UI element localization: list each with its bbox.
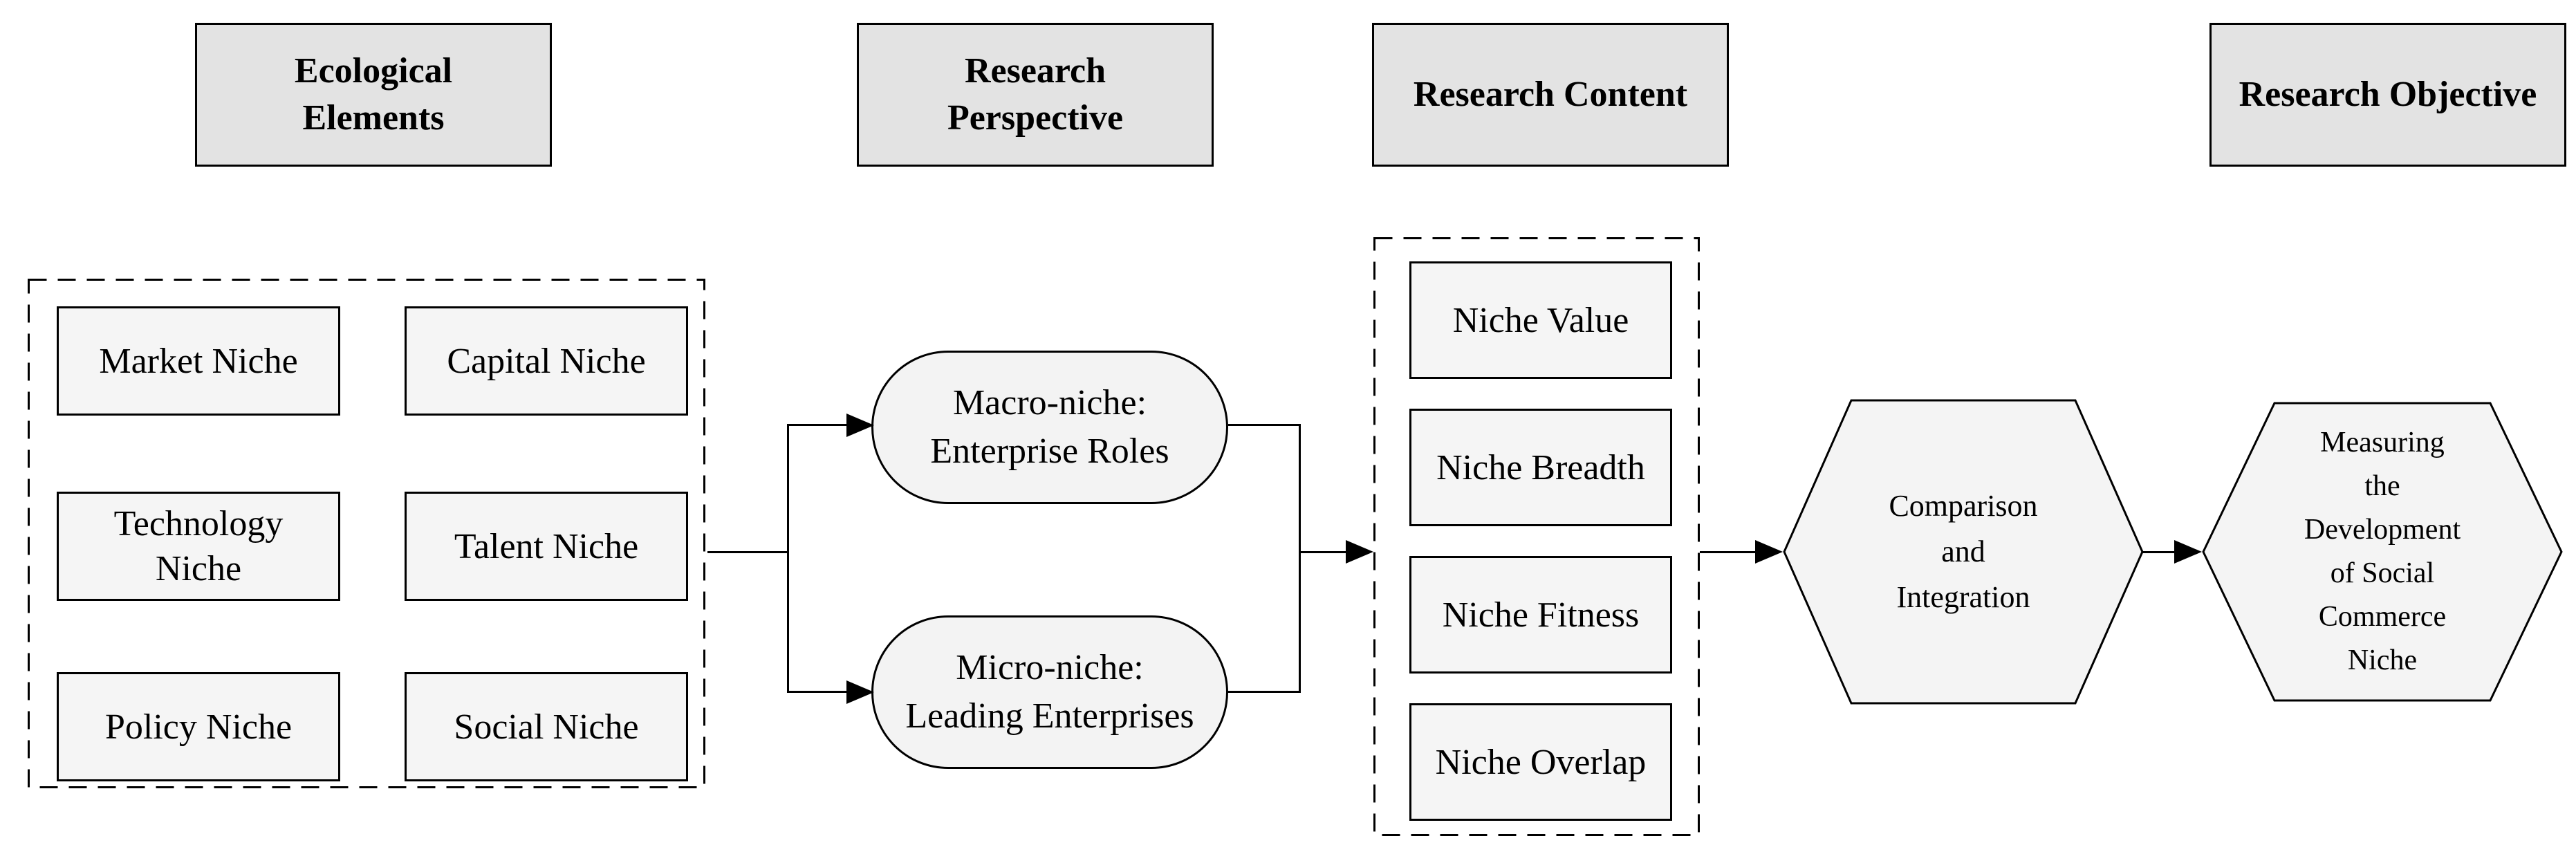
connector-split-vertical: [787, 424, 789, 693]
connector-to-content: [1299, 551, 1346, 553]
dashed-border: [28, 279, 705, 788]
arrowhead-micro-icon: [846, 680, 874, 704]
connector-eco-to-split: [707, 551, 788, 553]
node-niche-breadth: Niche Breadth: [1409, 409, 1672, 526]
connector-to-comparison: [1700, 551, 1755, 553]
ecological-elements-group: [28, 279, 705, 788]
node-social-niche: Social Niche: [405, 672, 688, 781]
node-niche-fitness: Niche Fitness: [1409, 556, 1672, 674]
connector-to-micro: [787, 691, 846, 693]
arrowhead-macro-icon: [846, 414, 874, 437]
research-content-group: [1373, 237, 1700, 836]
header-research-content: Research Content: [1372, 23, 1729, 167]
connector-micro-out: [1228, 691, 1301, 693]
node-niche-overlap: Niche Overlap: [1409, 703, 1672, 821]
arrowhead-comparison-icon: [1755, 540, 1783, 564]
node-micro-niche: Micro-niche:Leading Enterprises: [871, 615, 1228, 769]
header-research-objective: Research Objective: [2209, 23, 2566, 167]
connector-to-macro: [787, 424, 846, 426]
node-talent-niche: Talent Niche: [405, 492, 688, 601]
node-capital-niche: Capital Niche: [405, 306, 688, 416]
connector-to-objective: [2142, 551, 2174, 553]
connector-macro-out: [1228, 424, 1301, 426]
arrowhead-objective-icon: [2174, 540, 2202, 564]
arrowhead-content-icon: [1346, 540, 1373, 564]
dashed-border: [1373, 237, 1700, 836]
connector-merge-vertical: [1299, 424, 1301, 693]
hexagon-shape: [2202, 402, 2563, 702]
node-niche-value: Niche Value: [1409, 261, 1672, 379]
node-policy-niche: Policy Niche: [57, 672, 340, 781]
node-market-niche: Market Niche: [57, 306, 340, 416]
node-macro-niche: Macro-niche:Enterprise Roles: [871, 351, 1228, 504]
